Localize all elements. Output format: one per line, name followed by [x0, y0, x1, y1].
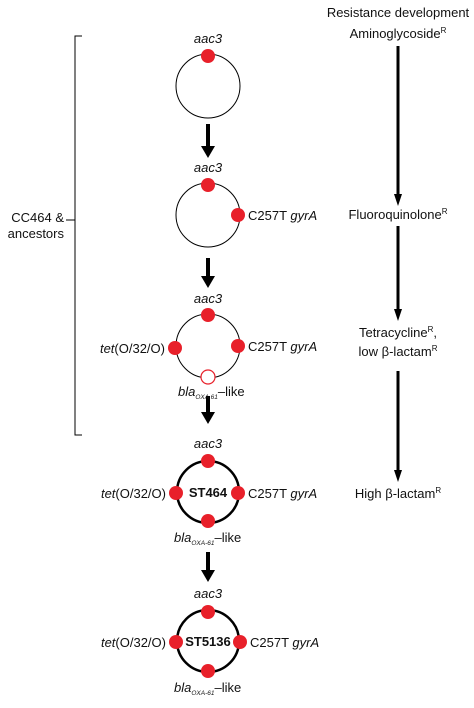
plasmid-circle-1: [175, 53, 241, 119]
low-beta-lactam-label: low β-lactamR: [358, 344, 438, 359]
aac3-label-3: aac3: [193, 291, 223, 306]
tet-label-5: tet(O/32/O): [100, 635, 166, 650]
aac3-label-5: aac3: [193, 586, 223, 601]
resistance-arrowhead-2: [394, 309, 402, 321]
strain-label-st464: ST464: [188, 485, 228, 500]
resistance-header: Resistance development: [326, 5, 470, 20]
cc464-bracket: [66, 35, 82, 436]
aac3-marker-3: [201, 308, 215, 322]
bla-label-4: blaOXA-61–like: [174, 530, 242, 547]
tet-label-3: tet(O/32/O): [99, 341, 165, 356]
plasmid-circle-3: [175, 313, 241, 379]
aminoglycoside-label: AminoglycosideR: [349, 26, 447, 41]
tet-label-4: tet(O/32/O): [100, 486, 166, 501]
arrow-2-head: [201, 276, 215, 288]
resistance-arrowhead-1: [394, 194, 402, 206]
aac3-label-1: aac3: [193, 31, 223, 46]
aac3-marker-2: [201, 178, 215, 192]
arrow-1-head: [201, 146, 215, 158]
resistance-arrowhead-3: [394, 470, 402, 482]
aac3-label-4: aac3: [193, 436, 223, 451]
bla-marker-5: [201, 664, 215, 678]
gyra-label-3: C257T gyrA: [248, 339, 318, 354]
aac3-marker-5: [201, 605, 215, 619]
tet-marker-3: [168, 341, 182, 355]
plasmid-circle-2: [175, 182, 241, 248]
gyra-label-2: C257T gyrA: [248, 208, 318, 223]
gyra-label-4: C257T gyrA: [248, 486, 318, 501]
gyra-marker-3: [231, 339, 245, 353]
tet-marker-4: [169, 486, 183, 500]
gyra-marker-4: [231, 486, 245, 500]
bla-marker-4: [201, 514, 215, 528]
gyra-marker-2: [231, 208, 245, 222]
bracket-label-line2: ancestors: [7, 226, 64, 241]
aac3-label-2: aac3: [193, 160, 223, 175]
bla-label-5: blaOXA-61–like: [174, 680, 242, 697]
gyra-marker-5: [233, 635, 247, 649]
arrow-4-head: [201, 570, 215, 582]
arrow-3-head: [201, 412, 215, 424]
high-beta-lactam-label: High β-lactamR: [354, 486, 442, 501]
bla-label-3: blaOXA 61–like: [178, 384, 245, 401]
bracket-label-line1: CC464 &: [11, 210, 64, 225]
strain-label-st5136: ST5136: [185, 634, 231, 649]
gyra-label-5: C257T gyrA: [250, 635, 320, 650]
bla-marker-3-hollow: [200, 369, 216, 385]
aac3-marker-1: [201, 49, 215, 63]
aac3-marker-4: [201, 454, 215, 468]
tetracycline-label: TetracyclineR,: [358, 325, 438, 340]
tet-marker-5: [169, 635, 183, 649]
fluoroquinolone-label: FluoroquinoloneR: [348, 207, 448, 222]
